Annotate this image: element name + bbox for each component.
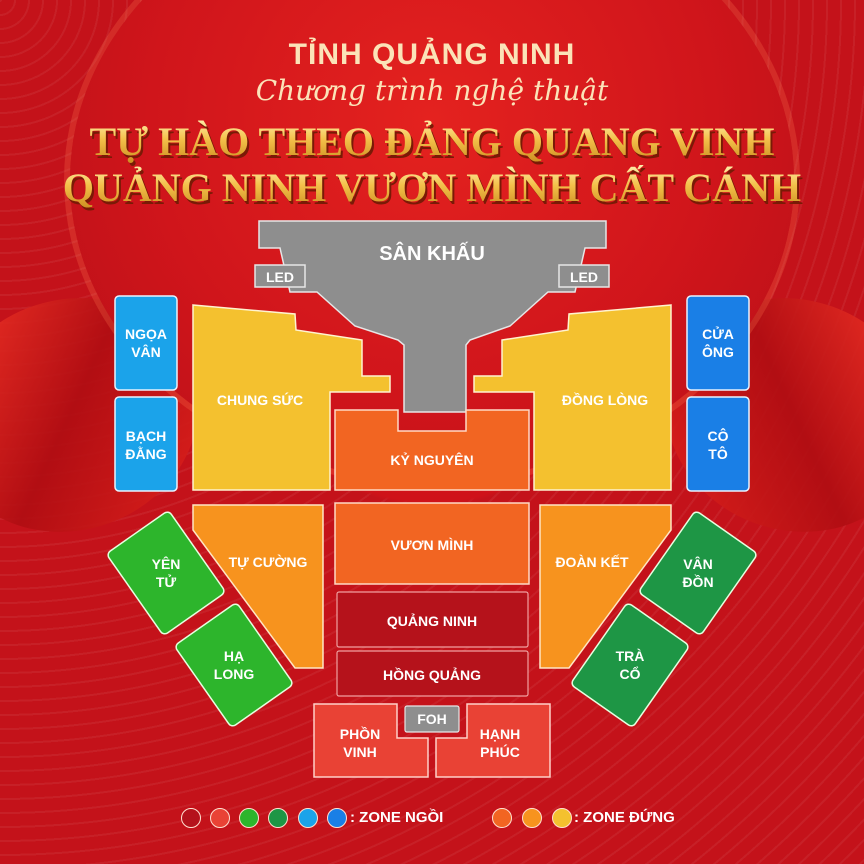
zone-hanh-phuc[interactable]: HẠNH PHÚC [435,703,551,778]
svg-text:NGỌA: NGỌA [125,326,167,342]
legend-dot-seated-red [210,808,230,828]
zone-ngoa-van[interactable]: NGỌA VÂN [114,295,178,391]
svg-text:BẠCH: BẠCH [126,428,166,444]
zone-vuon-minh[interactable]: VƯƠN MÌNH [334,502,530,585]
svg-text:CHUNG SỨC: CHUNG SỨC [217,391,303,408]
event-title-line1: TỰ HÀO THEO ĐẢNG QUANG VINH [0,118,864,165]
zone-hong-quang[interactable]: HỒNG QUẢNG [336,650,529,697]
svg-text:CỔ: CỔ [620,665,641,682]
zone-bach-dang[interactable]: BẠCH ĐẰNG [114,396,178,492]
zone-van-don[interactable]: VÂN ĐỒN [638,510,758,636]
svg-text:HẠ: HẠ [224,648,244,664]
zone-co-to[interactable]: CÔ TÔ [686,396,750,492]
svg-text:LED: LED [570,269,598,285]
svg-text:ĐẰNG: ĐẰNG [125,445,166,462]
zone-ky-nguyen[interactable]: KỶ NGUYÊN [334,409,530,491]
legend-dot-seated-darkred [181,808,201,828]
svg-text:HỒNG QUẢNG: HỒNG QUẢNG [383,666,481,683]
svg-text:ĐỒNG LÒNG: ĐỒNG LÒNG [562,391,648,408]
svg-text:PHÚC: PHÚC [480,743,520,760]
zone-tra-co[interactable]: TRÀ CỔ [570,602,690,728]
legend-dot-seated-darkgreen [268,808,288,828]
zone-quang-ninh[interactable]: QUẢNG NINH [336,591,529,648]
svg-text:ĐỒN: ĐỒN [682,573,713,590]
zone-phon-vinh[interactable]: PHỒN VINH [313,703,429,778]
legend-seated-label: : ZONE NGỒI [350,809,444,826]
svg-text:LONG: LONG [214,666,255,682]
svg-text:PHỒN: PHỒN [340,725,380,742]
svg-text:TRÀ: TRÀ [616,648,645,664]
province-title: TỈNH QUẢNG NINH [288,38,576,71]
zone-ha-long[interactable]: HẠ LONG [174,602,294,728]
zone-dong-long[interactable]: ĐỒNG LÒNG [473,304,672,491]
svg-text:TỬ: TỬ [156,573,177,590]
legend-dot-seated-green [239,808,259,828]
svg-text:CÔ: CÔ [708,427,729,444]
zone-cua-ong[interactable]: CỬA ÔNG [686,295,750,391]
zone-chung-suc[interactable]: CHUNG SỨC [192,304,391,491]
legend-dot-standing-orange [492,808,512,828]
svg-text:HẠNH: HẠNH [480,726,520,742]
svg-text:VƯƠN MÌNH: VƯƠN MÌNH [391,537,474,553]
svg-text:CỬA: CỬA [702,325,734,342]
zone-yen-tu[interactable]: YÊN TỬ [106,510,226,636]
svg-text:KỶ NGUYÊN: KỶ NGUYÊN [390,451,473,468]
legend-dot-seated-blue [327,808,347,828]
legend-dot-standing-amber [522,808,542,828]
svg-text:LED: LED [266,269,294,285]
legend-dot-standing-yellow [552,808,572,828]
svg-text:VÂN: VÂN [683,555,713,572]
foh-box: FOH [404,705,460,733]
legend-standing-label: : ZONE ĐỨNG [574,809,675,826]
led-left: LED [254,264,306,288]
legend: : ZONE NGỒI : ZONE ĐỨNG [0,806,864,830]
program-subtitle: Chương trình nghệ thuật [255,74,609,107]
svg-text:TỰ CƯỜNG: TỰ CƯỜNG [229,553,308,570]
svg-text:TÔ: TÔ [708,445,728,462]
led-right: LED [558,264,610,288]
zone-tu-cuong[interactable]: TỰ CƯỜNG [192,504,324,669]
stage-label: SÂN KHẤU [379,241,485,265]
svg-text:ĐOÀN KẾT: ĐOÀN KẾT [555,554,629,570]
svg-text:YÊN: YÊN [152,555,181,572]
svg-text:ÔNG: ÔNG [702,343,734,360]
svg-text:VÂN: VÂN [131,343,161,360]
svg-text:VINH: VINH [343,744,376,760]
zone-doan-ket[interactable]: ĐOÀN KẾT [539,504,672,669]
legend-dot-seated-skyblue [298,808,318,828]
svg-text:FOH: FOH [417,711,447,727]
svg-text:QUẢNG NINH: QUẢNG NINH [387,613,477,629]
event-title-line2: QUẢNG NINH VƯƠN MÌNH CẤT CÁNH [0,164,864,211]
